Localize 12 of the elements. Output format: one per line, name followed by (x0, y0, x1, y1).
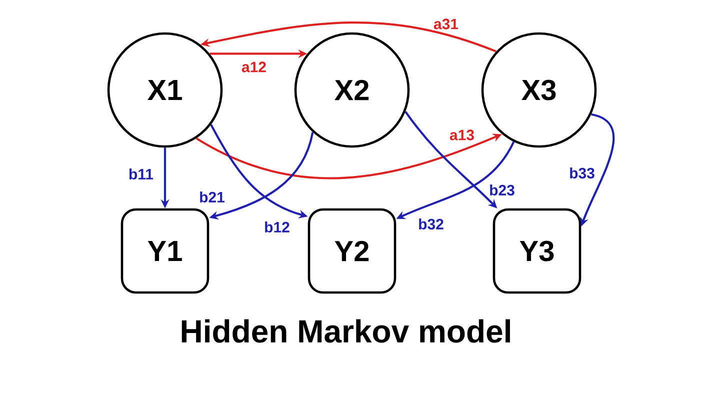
observation-box: Y3 (492, 208, 582, 294)
edge-label: a31 (432, 18, 460, 30)
edge-label: b23 (488, 183, 516, 197)
edge-label: b32 (417, 217, 445, 231)
observation-box: Y1 (120, 208, 210, 294)
observation-box: Y2 (308, 208, 396, 294)
edge-label: b12 (263, 220, 291, 234)
edge-label: b21 (198, 190, 226, 204)
title: Hidden Markov model (182, 319, 510, 343)
edge-label: a12 (240, 60, 268, 74)
edge-label: a13 (448, 128, 476, 142)
edge-label: b33 (568, 166, 596, 180)
